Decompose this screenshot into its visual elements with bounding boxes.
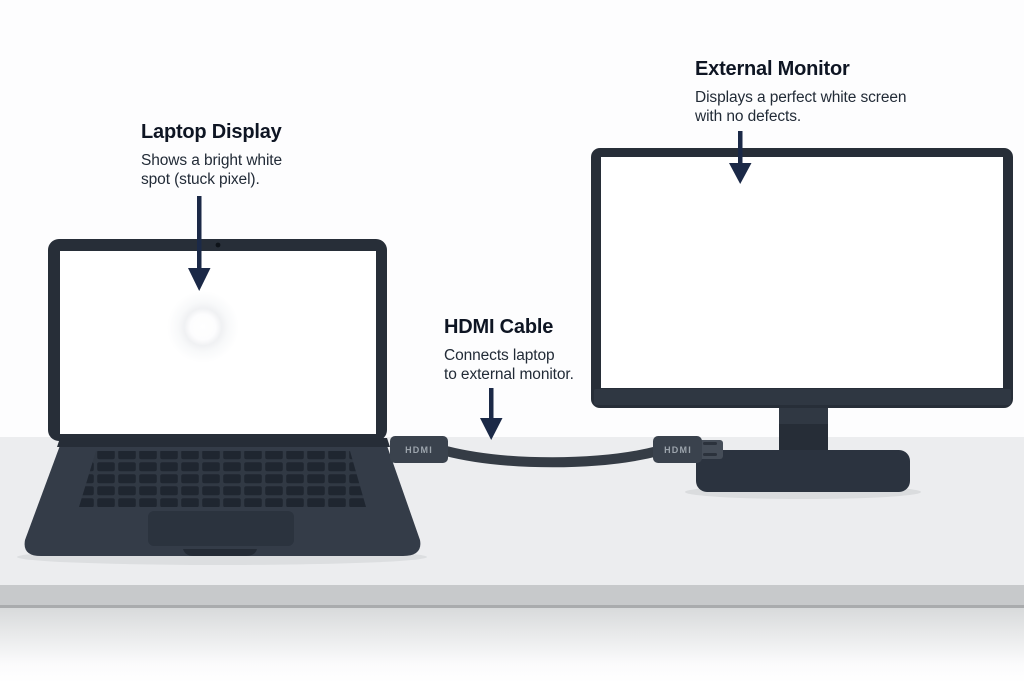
external-monitor-description: Displays a perfect white screen with no …: [695, 88, 907, 126]
monitor-stand-base: [696, 450, 910, 492]
laptop-trackpad: [148, 511, 294, 546]
hdmi-connector-left: [390, 436, 448, 463]
laptop-display-title: Laptop Display: [141, 121, 282, 143]
annotation-desc-line: spot (stuck pixel).: [141, 171, 260, 188]
laptop-arrow-icon: [188, 196, 211, 291]
monitor-screen: [601, 157, 1003, 388]
desk-front-edge: [0, 585, 1024, 606]
laptop-hinge: [57, 438, 390, 447]
external-monitor-title: External Monitor: [695, 58, 850, 80]
hdmi-cable-title: HDMI Cable: [444, 316, 554, 338]
hdmi-connector-right-label: HDMI: [664, 445, 692, 455]
annotation-desc-line: Displays a perfect white screen: [695, 89, 907, 106]
desk-edge-shadow-line: [0, 605, 1024, 608]
cable-wire: [441, 446, 663, 468]
annotation-external-monitor: External Monitor Displays a perfect whit…: [695, 58, 907, 126]
monitor-chin: [594, 389, 1011, 405]
annotation-desc-line: with no defects.: [695, 108, 802, 125]
hdmi-cable: HDMI HDMI: [390, 436, 723, 468]
webcam-dot: [215, 242, 221, 248]
hdmi-connector-left-label: HDMI: [405, 445, 433, 455]
hdmi-cable-description: Connects laptop to external monitor.: [444, 346, 574, 384]
laptop: [17, 239, 427, 565]
stuck-pixel-spot: [167, 291, 239, 363]
annotation-arrows: [188, 131, 752, 440]
hdmi-plug-pin: [703, 453, 717, 456]
annotation-hdmi-cable: HDMI Cable Connects laptop to external m…: [444, 316, 574, 384]
external-monitor: [591, 148, 1013, 499]
annotation-desc-line: Connects laptop: [444, 347, 555, 364]
hdmi-plug-pin: [703, 442, 717, 445]
laptop-display-description: Shows a bright white spot (stuck pixel).: [141, 151, 282, 189]
cable-arrow-icon: [480, 388, 503, 440]
monitor-stand-column-highlight: [779, 408, 828, 424]
laptop-front-notch: [183, 549, 257, 556]
annotation-desc-line: Shows a bright white: [141, 152, 283, 169]
monitor-arrow-icon: [729, 131, 752, 184]
annotation-desc-line: to external monitor.: [444, 366, 574, 383]
laptop-keyboard-keys: [79, 451, 366, 507]
hdmi-connector-right: [653, 436, 702, 463]
annotation-laptop-display: Laptop Display Shows a bright white spot…: [141, 121, 282, 189]
floor: [0, 608, 1024, 683]
